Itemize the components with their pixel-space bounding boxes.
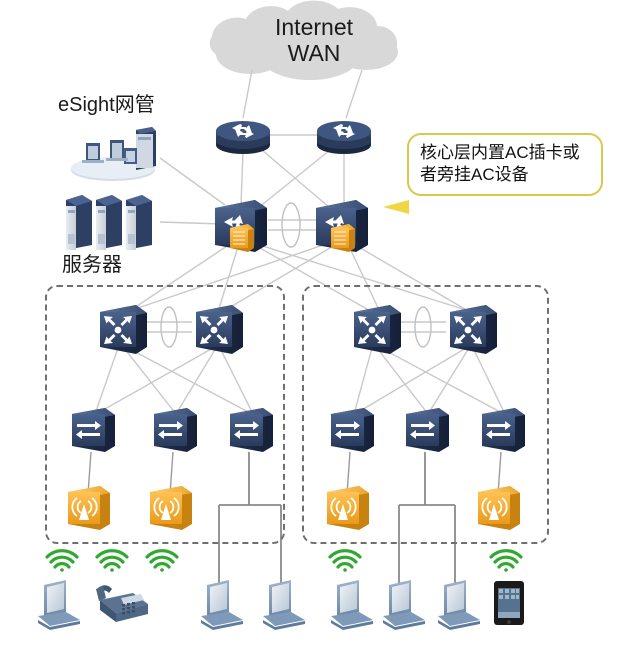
esight-manager[interactable] (71, 127, 156, 181)
wifi-ap-glyph-icon (71, 497, 98, 517)
access-switch-arrows-icon (410, 421, 435, 439)
wifi-signal-2 (95, 549, 129, 572)
wired-runs (218, 452, 456, 585)
zone-left-boundary (45, 285, 285, 544)
laptop-1[interactable] (38, 580, 80, 630)
access-switch-arrows-icon (234, 421, 259, 439)
laptop-4[interactable] (331, 580, 373, 630)
agg-switch-star-icon (454, 316, 482, 344)
router-left[interactable] (216, 121, 270, 154)
access-switch-3[interactable] (230, 408, 273, 452)
link-layer (94, 69, 506, 415)
agg-switch-star-icon (104, 316, 132, 344)
core-switch-right[interactable] (316, 200, 368, 252)
ac-card-icon (230, 224, 254, 252)
wifi-signal-1 (45, 549, 79, 572)
tablet-1[interactable] (494, 581, 524, 625)
cloud-label: Internet WAN (0, 14, 628, 67)
wifi-ap-glyph-icon (153, 497, 180, 517)
callout-box: 核心层内置AC插卡或者旁挂AC设备 (407, 133, 603, 196)
router-right[interactable] (317, 121, 371, 154)
core-switch-left[interactable] (215, 200, 267, 252)
access-point-1[interactable] (68, 486, 110, 530)
laptop-2[interactable] (201, 580, 243, 630)
ip-phone-1[interactable] (96, 585, 148, 622)
access-switch-arrows-icon (76, 421, 101, 439)
router-arrows-icon (333, 124, 355, 138)
access-switch-arrows-icon (335, 421, 360, 439)
core-stack-link-symbol (281, 202, 301, 248)
esight-label: eSight网管 (58, 94, 155, 116)
cloud-label-line1: Internet (275, 14, 353, 40)
callout-arrow-icon (383, 200, 409, 214)
internet-cloud (209, 0, 398, 80)
access-switch-1[interactable] (72, 408, 115, 452)
agg-switch-star-icon (358, 316, 386, 344)
laptop-5[interactable] (383, 580, 425, 630)
router-arrows-icon (232, 124, 254, 138)
access-point-2[interactable] (150, 486, 192, 530)
access-switch-6[interactable] (482, 408, 525, 452)
access-switch-2[interactable] (154, 408, 197, 452)
wifi-ap-glyph-icon (481, 497, 508, 517)
access-switch-5[interactable] (406, 408, 449, 452)
cloud-label-line2: WAN (287, 40, 341, 67)
agg-stack-link-left-symbol (160, 306, 178, 348)
agg-switch-4[interactable] (450, 305, 497, 354)
laptop-6[interactable] (438, 580, 480, 630)
server-label: 服务器 (62, 254, 122, 276)
agg-stack-link-right-symbol (414, 306, 432, 348)
zone-right-boundary (302, 285, 549, 544)
wifi-signal-3 (145, 549, 179, 572)
agg-switch-1[interactable] (100, 305, 147, 354)
wifi-ap-glyph-icon (330, 497, 357, 517)
esight-cluster-icon (82, 127, 156, 170)
access-point-4[interactable] (478, 486, 520, 530)
wifi-signal-5 (489, 549, 523, 572)
laptop-3[interactable] (263, 580, 305, 630)
access-switch-arrows-icon (486, 421, 511, 439)
agg-switch-3[interactable] (354, 305, 401, 354)
access-switch-arrows-icon (158, 421, 183, 439)
access-switch-4[interactable] (331, 408, 374, 452)
agg-switch-star-icon (200, 316, 228, 344)
server-rack-icon (66, 195, 152, 250)
access-point-3[interactable] (327, 486, 369, 530)
ac-card-icon (331, 224, 355, 252)
access-drop-links (87, 451, 502, 495)
wifi-signal-group (45, 549, 523, 572)
wifi-signal-4 (328, 549, 362, 572)
server-group[interactable] (66, 195, 152, 250)
agg-switch-2[interactable] (196, 305, 243, 354)
